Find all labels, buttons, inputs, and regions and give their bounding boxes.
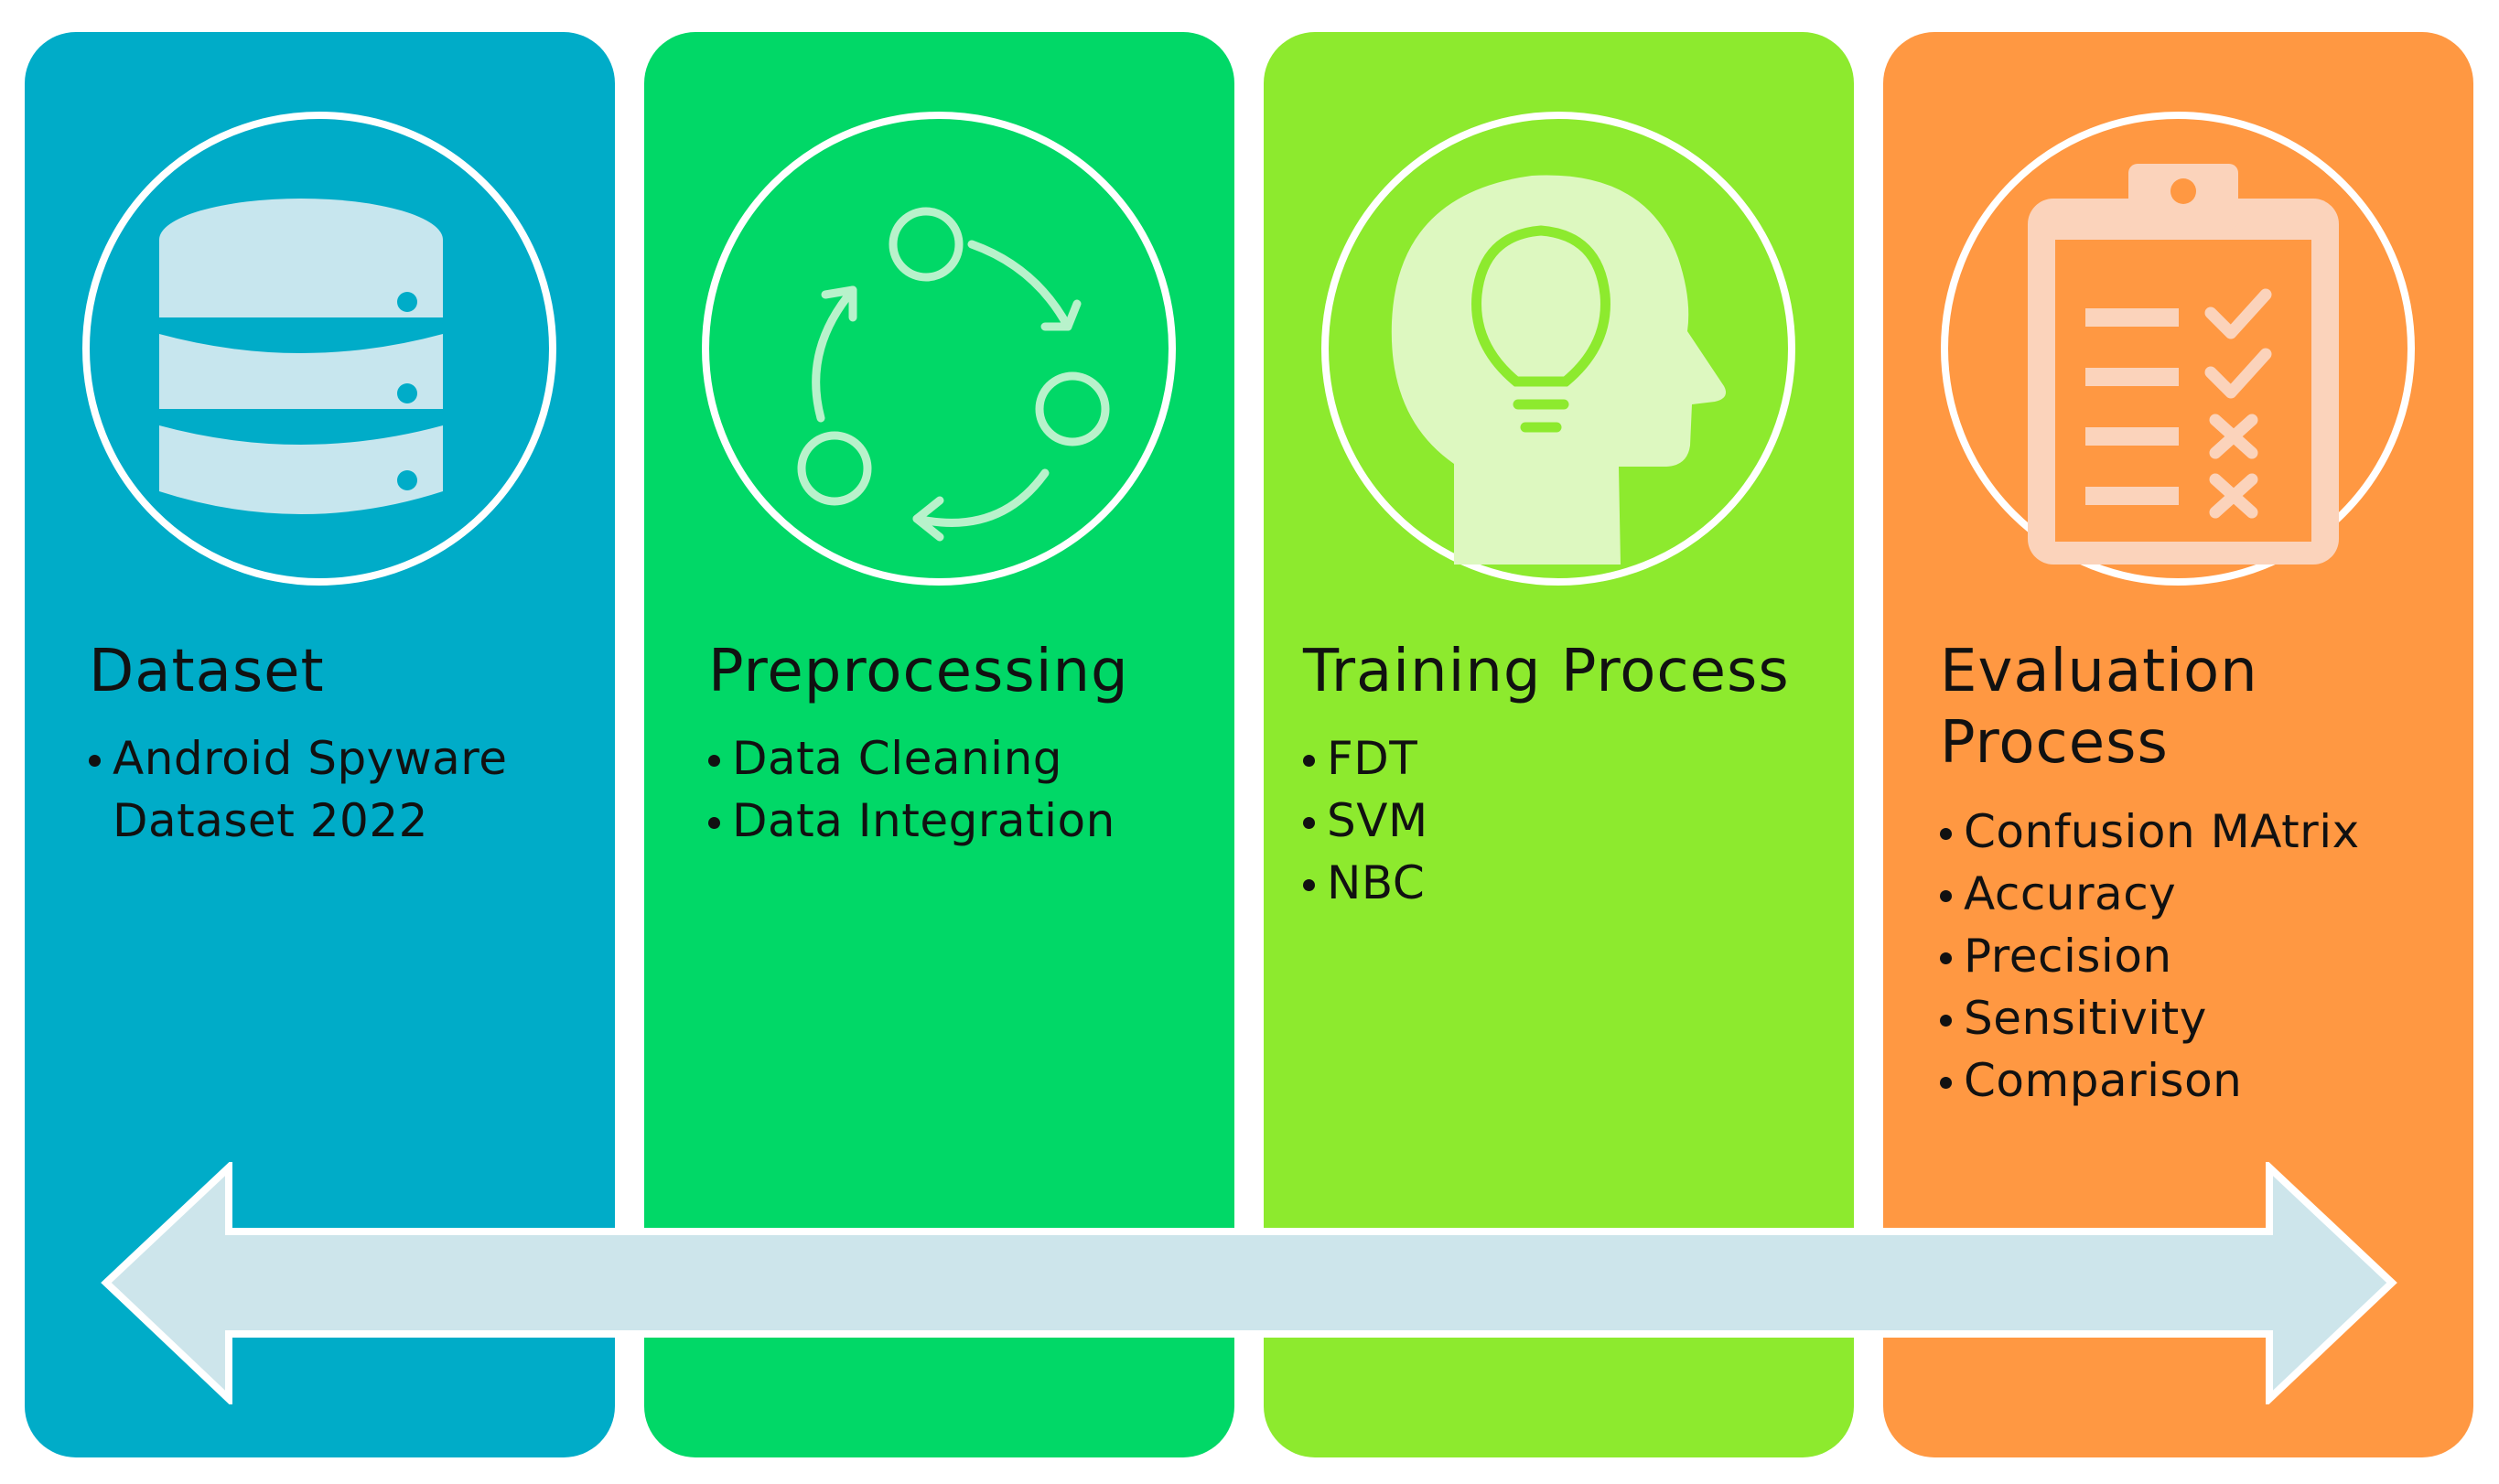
clipboard-checklist-icon — [1936, 107, 2419, 590]
preprocessing-bullet-list: Data Cleaning Data Integration — [708, 727, 1230, 852]
dataset-bullet-list: Android Spyware Dataset 2022 — [89, 727, 610, 852]
cycle-icon — [697, 107, 1180, 590]
panel-training: Training Process FDT SVM NBC — [1264, 32, 1854, 1457]
list-item: Data Integration — [708, 790, 1230, 852]
database-icon — [78, 107, 561, 590]
evaluation-bullet-list: Confusion MAtrix Accuracy Precision Sens… — [1940, 801, 2461, 1112]
panel-dataset: Dataset Android Spyware Dataset 2022 — [25, 32, 615, 1457]
list-item: Data Cleaning — [708, 727, 1230, 790]
list-item: Precision — [1940, 925, 2461, 987]
list-item: FDT — [1303, 727, 1825, 790]
double-arrow-icon — [101, 1162, 2397, 1404]
panel-title-preprocessing: Preprocessing — [708, 638, 1129, 705]
training-bullet-list: FDT SVM NBC — [1303, 727, 1825, 914]
panel-title-evaluation: Evaluation Process — [1940, 638, 2258, 777]
list-item: Android Spyware Dataset 2022 — [89, 727, 610, 852]
list-item: Accuracy — [1940, 863, 2461, 925]
panel-title-dataset: Dataset — [89, 638, 325, 705]
panel-evaluation: Evaluation Process Confusion MAtrix Accu… — [1883, 32, 2473, 1457]
list-item: Comparison — [1940, 1049, 2461, 1112]
list-item: Sensitivity — [1940, 987, 2461, 1049]
list-item: Confusion MAtrix — [1940, 801, 2461, 863]
head-lightbulb-icon — [1317, 107, 1800, 590]
list-item: SVM — [1303, 790, 1825, 852]
panel-title-training: Training Process — [1303, 638, 1790, 705]
list-item: NBC — [1303, 852, 1825, 914]
panel-preprocessing: Preprocessing Data Cleaning Data Integra… — [644, 32, 1234, 1457]
